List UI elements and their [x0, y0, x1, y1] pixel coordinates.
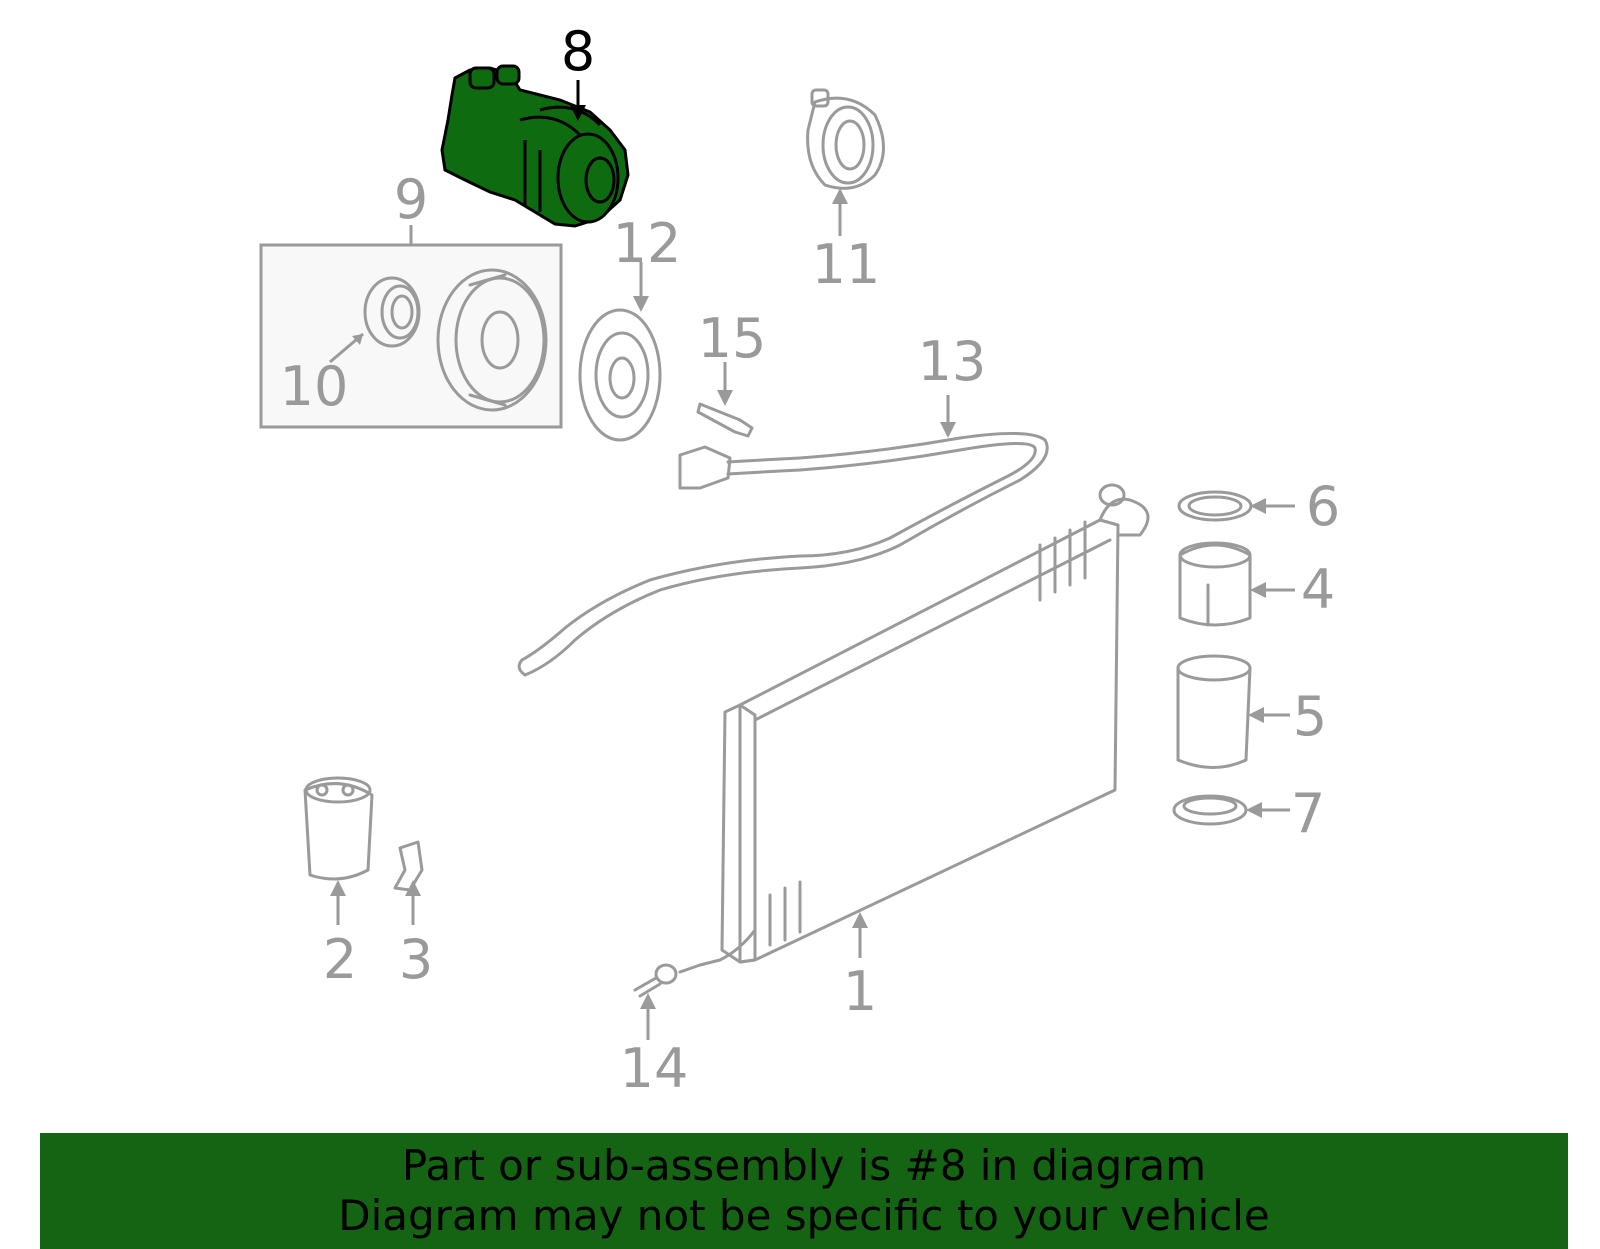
callout-6: 6 — [1306, 475, 1340, 538]
callout-7: 7 — [1291, 782, 1325, 845]
banner-line-part: Part or sub-assembly is #8 in diagram — [401, 1141, 1207, 1190]
banner-line-disclaimer: Diagram may not be specific to your vehi… — [338, 1191, 1270, 1240]
part-15-valve[interactable] — [696, 362, 754, 438]
callout-12: 12 — [613, 212, 682, 275]
part-8-compressor[interactable] — [440, 64, 630, 228]
callout-15: 15 — [698, 307, 767, 370]
callout-13: 13 — [918, 330, 987, 393]
part-5-drier[interactable] — [1176, 654, 1290, 769]
part-13-hose[interactable] — [517, 395, 1049, 677]
info-banner: Part or sub-assembly is #8 in diagram Di… — [40, 1133, 1568, 1249]
callout-2: 2 — [323, 928, 357, 991]
callout-8: 8 — [561, 20, 595, 83]
part-1-condenser[interactable] — [678, 483, 1150, 974]
part-14-line-fitting[interactable] — [633, 963, 678, 1040]
part-11-field-coil[interactable] — [806, 88, 885, 236]
part-10-bearing[interactable] — [329, 276, 421, 364]
callout-1: 1 — [843, 960, 877, 1023]
parts-diagram: 1 2 3 4 5 6 7 8 9 10 11 12 13 14 15 — [259, 20, 1340, 1100]
callout-14: 14 — [620, 1037, 689, 1100]
part-3-bracket[interactable] — [393, 840, 424, 925]
callout-11: 11 — [812, 233, 881, 296]
part-12-clutch-plate[interactable] — [578, 262, 662, 442]
callout-4: 4 — [1301, 558, 1335, 621]
part-4-accumulator[interactable] — [1178, 541, 1295, 627]
part-6-o-ring[interactable] — [1177, 490, 1295, 522]
part-7-seal[interactable] — [1172, 794, 1290, 826]
callout-9: 9 — [394, 168, 428, 231]
part-2-filter[interactable] — [303, 776, 374, 925]
callout-10: 10 — [280, 355, 349, 418]
callout-3: 3 — [399, 928, 433, 991]
callout-5: 5 — [1293, 685, 1327, 748]
